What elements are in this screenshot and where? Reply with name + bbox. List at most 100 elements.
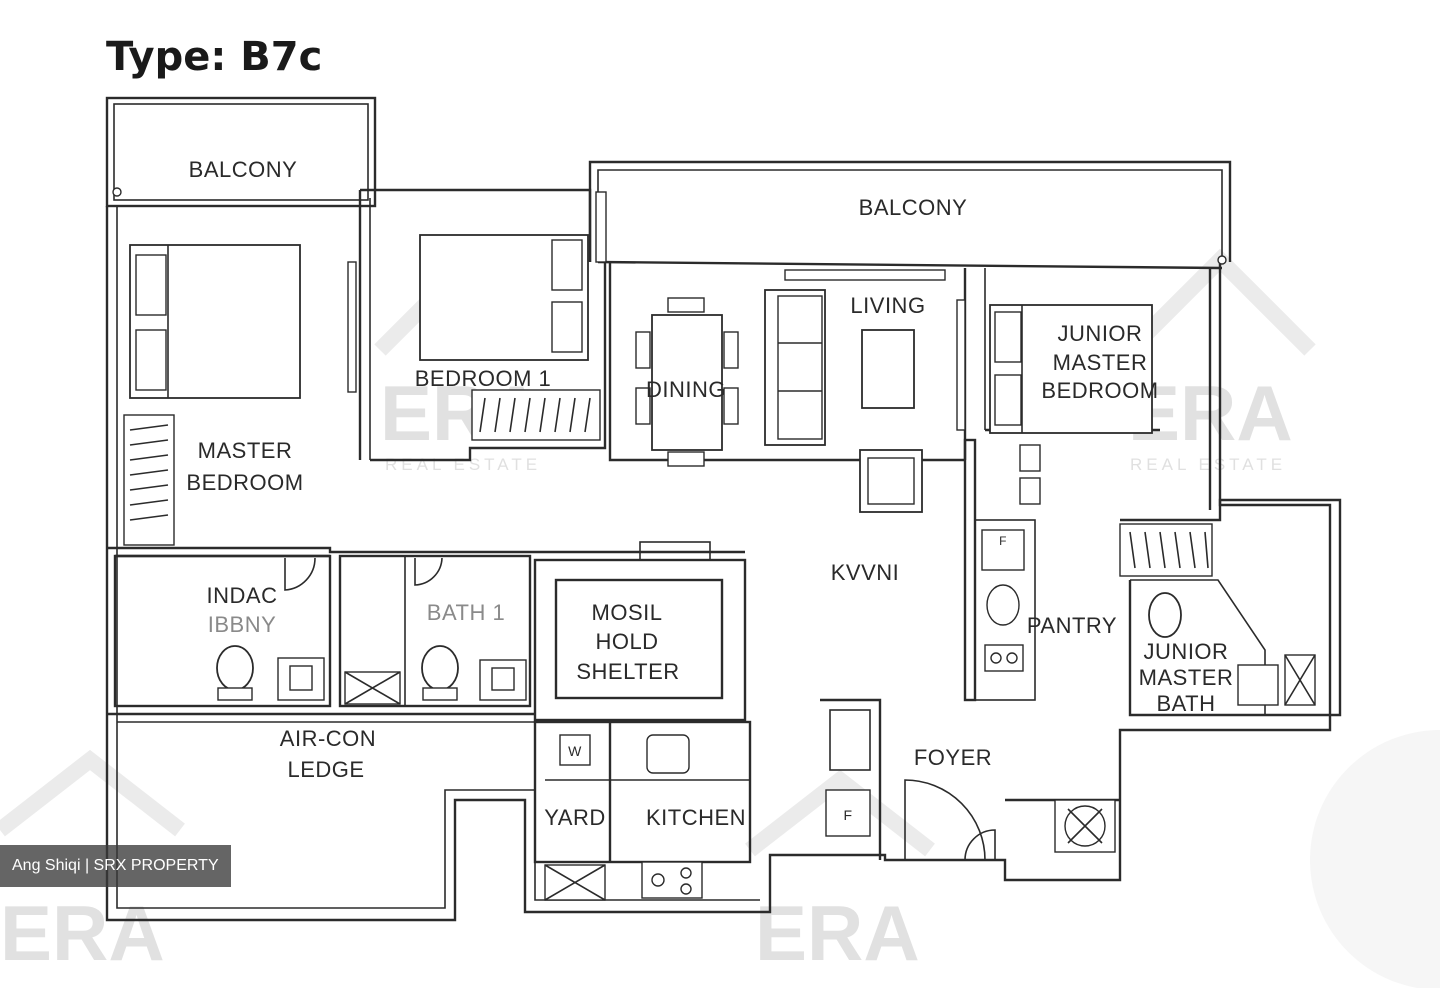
label-corridor: KVVNI <box>831 560 900 585</box>
wall-dining-living <box>608 262 965 462</box>
door-bedroom1-sliding <box>595 191 607 263</box>
label-bedroom1: BEDROOM 1 <box>415 366 552 391</box>
label-jm-bedroom-line2: MASTER <box>1053 350 1148 375</box>
pantry-fridge-box <box>981 529 1025 571</box>
wall-balcony-left <box>105 96 377 208</box>
bath1-toilet <box>421 645 459 691</box>
master-bath-toilet-tank <box>217 687 253 701</box>
door-bath1 <box>414 557 443 586</box>
master-bath-toilet <box>216 645 254 691</box>
door-main-entrance <box>904 779 986 861</box>
kitchen-hob <box>641 861 703 899</box>
label-master-bedroom-line1: MASTER <box>198 438 293 463</box>
pantry-stool <box>1019 444 1041 472</box>
label-foyer: FOYER <box>914 745 992 770</box>
bedroom1-wardrobe <box>471 389 601 441</box>
watermark-brand: ERA <box>755 889 920 977</box>
wall-foyer-left <box>820 698 882 860</box>
kitchen-hob-burner <box>680 867 692 879</box>
aircon-fan-blades <box>1067 808 1103 844</box>
jm-bed-pillow <box>994 374 1022 426</box>
jm-bath-basin <box>1237 664 1279 706</box>
bath1-basin-bowl <box>491 667 515 691</box>
pantry-sink <box>986 584 1020 626</box>
plan-title: Type: B7c <box>106 34 322 80</box>
door-main-secondary <box>964 829 996 861</box>
dining-chair <box>667 297 705 313</box>
label-jm-bath-line1: JUNIOR <box>1144 639 1229 664</box>
master-wardrobe-hangers <box>129 424 169 521</box>
living-coffee-table <box>861 329 915 409</box>
doors <box>284 191 996 861</box>
watermark-subtitle: REAL ESTATE <box>385 455 541 474</box>
label-shelter-line3: SHELTER <box>576 659 679 684</box>
label-aircon-line1: AIR-CON <box>280 726 376 751</box>
door-master-sliding <box>347 261 357 393</box>
watermark-roof <box>0 749 185 837</box>
label-master-bedroom-line2: BEDROOM <box>186 470 303 495</box>
wall-jm-bath <box>1120 498 1342 717</box>
wall-shelter <box>554 578 724 700</box>
jm-wardrobe <box>1119 523 1213 577</box>
watermark-roof <box>745 769 935 857</box>
wall-master-bath <box>113 554 332 708</box>
bath1-shower-drain <box>344 671 401 705</box>
pantry-stool <box>1019 477 1041 505</box>
wall-balcony-left-inner <box>113 103 369 201</box>
yard-washer <box>559 734 591 766</box>
dining-table <box>651 314 723 451</box>
bedroom1-bed-pillow <box>551 239 583 291</box>
label-jm-bedroom-line1: JUNIOR <box>1058 321 1143 346</box>
label-pantry: PANTRY <box>1027 613 1117 638</box>
watermark-group: ERA REAL ESTATE ERA REAL ESTATE ERA ERA <box>0 248 1440 988</box>
master-bath-basin-bowl <box>289 665 313 691</box>
photo-credit: Ang Shiqi | SRX PROPERTY <box>0 845 231 887</box>
living-sofa-seat <box>777 295 823 440</box>
pantry-counter <box>974 519 1036 701</box>
wall-outer-inner <box>116 206 760 909</box>
master-wardrobe <box>123 414 175 546</box>
label-aircon-line2: LEDGE <box>287 757 364 782</box>
label-master-bath-line2: IBBNY <box>208 612 277 637</box>
watermark-brand: ERA <box>0 889 165 977</box>
label-balcony-left: BALCONY <box>189 157 298 182</box>
column-marker <box>1217 255 1227 265</box>
label-shelter-line2: HOLD <box>595 629 658 654</box>
dining-chair <box>723 331 739 369</box>
master-bed-pillow <box>135 254 167 316</box>
living-armchair-seat <box>867 457 915 505</box>
wall-balcony-right-rail <box>597 260 1223 270</box>
jm-bath-toilet <box>1148 592 1182 638</box>
label-fridge-pantry: F <box>999 534 1007 548</box>
walls <box>105 96 1342 922</box>
door-jm-sliding <box>956 299 966 431</box>
label-washer: W <box>568 743 582 759</box>
watermark-circle <box>1310 730 1440 988</box>
foyer-fridge <box>825 789 871 837</box>
label-jm-bath-line3: BATH <box>1156 691 1215 716</box>
dining-chair <box>723 387 739 425</box>
room-labels: BALCONY BALCONY BEDROOM 1 DINING LIVING … <box>186 157 1232 830</box>
label-kitchen: KITCHEN <box>646 805 746 830</box>
label-jm-bedroom-line3: BEDROOM <box>1041 378 1158 403</box>
furniture <box>112 187 1316 901</box>
wall-bath1 <box>338 554 532 708</box>
jm-bed-pillow <box>994 311 1022 363</box>
pantry-hob-burner <box>1006 652 1018 664</box>
jm-bath-shower-drain <box>1284 654 1316 706</box>
label-yard: YARD <box>544 805 606 830</box>
label-shelter-line1: MOSIL <box>592 600 663 625</box>
label-fridge-foyer: F <box>843 807 852 823</box>
bedroom1-wardrobe-hangers <box>479 397 591 433</box>
wall-pantry-left <box>963 438 977 702</box>
living-tv-console <box>784 269 946 281</box>
wall-shelter-vent <box>639 541 711 561</box>
yard-sink-drain <box>544 864 606 901</box>
wall-outer <box>105 206 1332 922</box>
column-marker <box>112 187 122 197</box>
dining-chair <box>667 451 705 467</box>
kitchen-hob-burner <box>680 883 692 895</box>
label-living: LIVING <box>850 293 925 318</box>
jm-wardrobe-hangers <box>1129 531 1209 569</box>
